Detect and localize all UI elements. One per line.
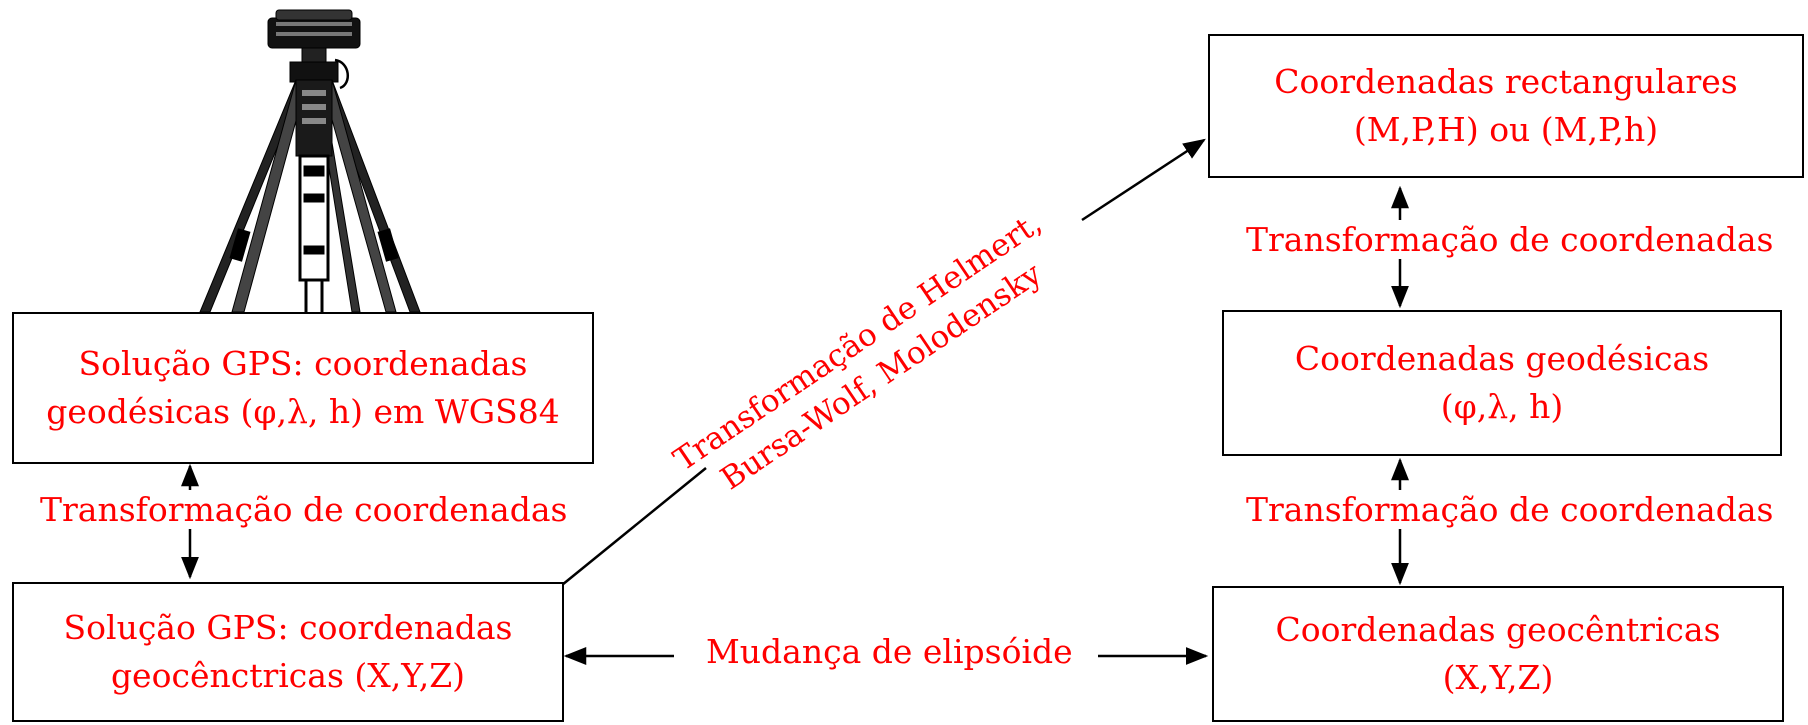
right-lower-transform-label: Transformação de coordenadas bbox=[1246, 490, 1774, 529]
left-transform-label: Transformação de coordenadas bbox=[40, 490, 568, 529]
rectangular-coordinates-box: Coordenadas rectangulares (M,P,H) ou (M,… bbox=[1208, 34, 1804, 178]
gps-tripod-icon bbox=[199, 9, 421, 318]
gps-geocentric-line1: Solução GPS: coordenadas bbox=[63, 608, 513, 648]
geodetic-line2: (φ,λ, h) bbox=[1440, 387, 1564, 426]
diagonal-arrow-lower bbox=[561, 467, 707, 586]
ellipsoid-change-label: Mudança de elipsóide bbox=[706, 632, 1073, 671]
geocentric-coordinates-box: Coordenadas geocêntricas (X,Y,Z) bbox=[1212, 586, 1784, 722]
gps-geodetic-line1: Solução GPS: coordenadas bbox=[78, 344, 528, 384]
geocentric-line2: (X,Y,Z) bbox=[1442, 658, 1554, 697]
diagonal-arrow-upper bbox=[1081, 138, 1206, 222]
gps-geocentric-box: Solução GPS: coordenadas geocênctricas (… bbox=[12, 582, 564, 722]
gps-geocentric-line2: geocênctricas (X,Y,Z) bbox=[110, 656, 466, 695]
geodetic-line1: Coordenadas geodésicas bbox=[1294, 339, 1710, 379]
gps-geodetic-box: Solução GPS: coordenadas geodésicas (φ,λ… bbox=[12, 312, 594, 464]
gps-geodetic-line2: geodésicas (φ,λ, h) em WGS84 bbox=[46, 392, 560, 431]
rectangular-line2: (M,P,H) ou (M,P,h) bbox=[1353, 110, 1659, 149]
right-upper-transform-label: Transformação de coordenadas bbox=[1246, 220, 1774, 259]
rectangular-line1: Coordenadas rectangulares bbox=[1274, 62, 1738, 102]
geodetic-coordinates-box: Coordenadas geodésicas (φ,λ, h) bbox=[1222, 310, 1782, 456]
geocentric-line1: Coordenadas geocêntricas bbox=[1275, 610, 1721, 650]
